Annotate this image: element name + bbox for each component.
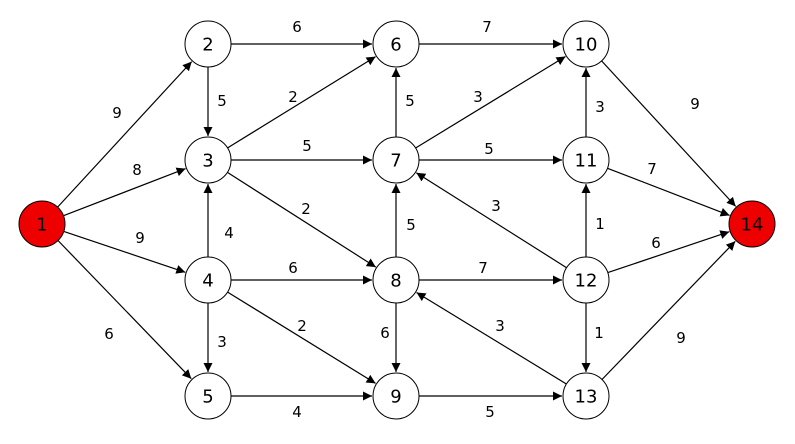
- edge-weight-9-13: 5: [485, 403, 495, 421]
- edge-weight-6-10: 7: [482, 18, 492, 36]
- edge-3-6: [227, 56, 376, 149]
- edge-weight-3-8: 2: [301, 200, 311, 218]
- edge-weight-7-6: 5: [405, 92, 415, 110]
- node-13: 13: [562, 372, 610, 420]
- edge-weight-4-3: 4: [224, 224, 234, 242]
- node-label-3: 3: [202, 151, 213, 172]
- edge-weight-11-10: 3: [595, 98, 605, 116]
- edge-weight-2-3: 5: [217, 92, 227, 110]
- edge-weight-10-14: 9: [690, 95, 700, 113]
- node-circle-9: [372, 372, 420, 420]
- edge-13-14: [601, 240, 736, 380]
- edge-11-14: [607, 167, 730, 217]
- node-label-6: 6: [390, 35, 401, 56]
- edge-weight-7-11: 5: [484, 140, 494, 158]
- node-4: 4: [184, 256, 232, 304]
- edge-weight-4-5: 3: [217, 333, 227, 351]
- edge-weight-7-10: 3: [473, 88, 483, 106]
- node-label-14: 14: [741, 215, 764, 236]
- node-circle-1: [18, 200, 66, 248]
- node-label-9: 9: [390, 387, 401, 408]
- node-14: 14: [728, 200, 776, 248]
- edge-weight-4-9: 2: [297, 317, 307, 335]
- edge-weight-1-3: 8: [132, 161, 142, 179]
- edge-weight-5-9: 4: [292, 403, 302, 421]
- node-9: 9: [372, 372, 420, 420]
- node-10: 10: [562, 20, 610, 68]
- node-5: 5: [184, 372, 232, 420]
- edge-weight-12-11: 1: [595, 215, 605, 233]
- edge-1-4: [63, 230, 186, 274]
- edge-weight-8-9: 6: [380, 324, 390, 342]
- edge-weight-1-4: 9: [135, 229, 145, 247]
- node-label-1: 1: [36, 215, 47, 236]
- edge-13-8: [416, 291, 567, 385]
- node-label-10: 10: [575, 35, 598, 56]
- edge-1-5: [57, 240, 192, 380]
- node-circle-10: [562, 20, 610, 68]
- edge-weight-1-2: 9: [112, 104, 122, 122]
- node-circle-14: [728, 200, 776, 248]
- node-1: 1: [18, 200, 66, 248]
- node-label-7: 7: [390, 151, 401, 172]
- edge-4-9: [227, 291, 376, 384]
- edge-12-7: [415, 172, 567, 269]
- edge-weight-4-8: 6: [288, 259, 298, 277]
- edge-weight-1-5: 6: [104, 325, 114, 343]
- edge-weight-3-6: 2: [288, 88, 298, 106]
- node-12: 12: [562, 256, 610, 304]
- node-circle-6: [372, 20, 420, 68]
- node-label-13: 13: [575, 387, 598, 408]
- edge-weight-12-13: 1: [594, 324, 604, 342]
- node-label-4: 4: [202, 271, 213, 292]
- edge-weight-11-14: 7: [647, 160, 657, 178]
- node-circle-5: [184, 372, 232, 420]
- edge-weight-2-6: 6: [292, 18, 302, 36]
- node-7: 7: [372, 136, 420, 184]
- edge-7-10: [415, 55, 566, 149]
- node-8: 8: [372, 256, 420, 304]
- node-11: 11: [562, 136, 610, 184]
- node-label-5: 5: [202, 387, 213, 408]
- edge-weight-8-12: 7: [478, 259, 488, 277]
- edge-1-3: [63, 167, 186, 217]
- node-label-8: 8: [390, 271, 401, 292]
- edge-3-8: [227, 171, 377, 268]
- edge-10-14: [601, 60, 737, 207]
- node-3: 3: [184, 136, 232, 184]
- edge-weight-12-14: 6: [651, 234, 661, 252]
- edge-weight-3-7: 5: [302, 137, 312, 155]
- edge-weight-12-7: 3: [491, 197, 501, 215]
- node-label-2: 2: [202, 35, 213, 56]
- node-circle-2: [184, 20, 232, 68]
- edge-weight-13-14: 9: [676, 329, 686, 347]
- edge-weight-13-8: 3: [495, 317, 505, 335]
- edge-12-14: [607, 230, 730, 274]
- edge-1-2: [57, 61, 193, 208]
- node-circle-13: [562, 372, 610, 420]
- node-circle-12: [562, 256, 610, 304]
- node-6: 6: [372, 20, 420, 68]
- node-circle-8: [372, 256, 420, 304]
- edges-layer: [57, 39, 737, 401]
- node-2: 2: [184, 20, 232, 68]
- node-circle-4: [184, 256, 232, 304]
- node-label-11: 11: [575, 151, 598, 172]
- edge-weight-8-7: 5: [406, 216, 416, 234]
- node-circle-11: [562, 136, 610, 184]
- node-circle-3: [184, 136, 232, 184]
- node-circle-7: [372, 136, 420, 184]
- node-label-12: 12: [575, 271, 598, 292]
